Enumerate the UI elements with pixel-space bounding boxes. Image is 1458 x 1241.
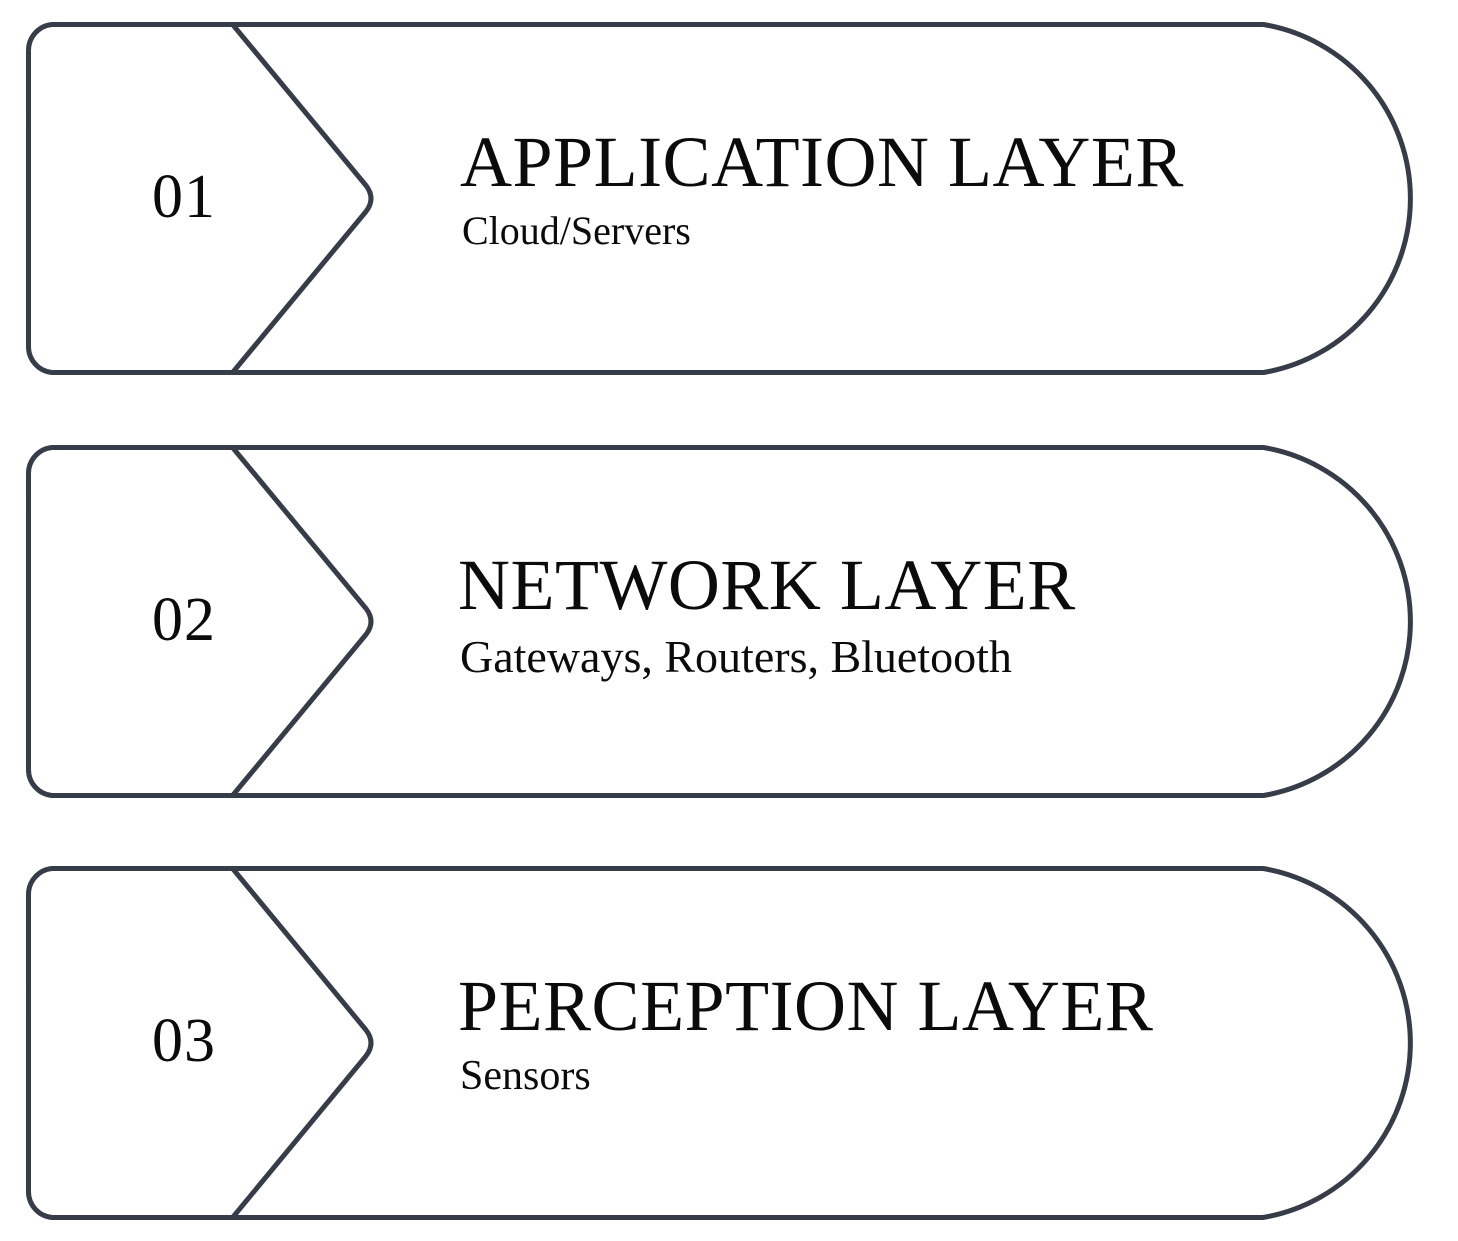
banner-outline (25, 866, 1413, 1220)
layer-banner-03 (25, 866, 1413, 1220)
layer-number-badge: 03 (152, 1007, 216, 1075)
layer-subtitle: Cloud/Servers (462, 207, 691, 253)
banner-outline (25, 445, 1413, 798)
layer-title: PERCEPTION LAYER (458, 966, 1154, 1046)
layer-banner-02 (25, 445, 1413, 798)
layer-subtitle: Sensors (460, 1053, 591, 1099)
chevron-right-icon (230, 866, 374, 1220)
chevron-right-icon (230, 22, 374, 375)
layer-subtitle: Gateways, Routers, Bluetooth (460, 630, 1012, 682)
layer-number-badge: 02 (152, 585, 216, 654)
banner-outline (25, 22, 1413, 375)
layer-title: NETWORK LAYER (458, 544, 1076, 625)
chevron-right-icon (230, 445, 374, 798)
layer-title: APPLICATION LAYER (460, 121, 1184, 202)
layer-number-badge: 01 (152, 162, 216, 231)
layer-banner-01 (25, 22, 1413, 375)
